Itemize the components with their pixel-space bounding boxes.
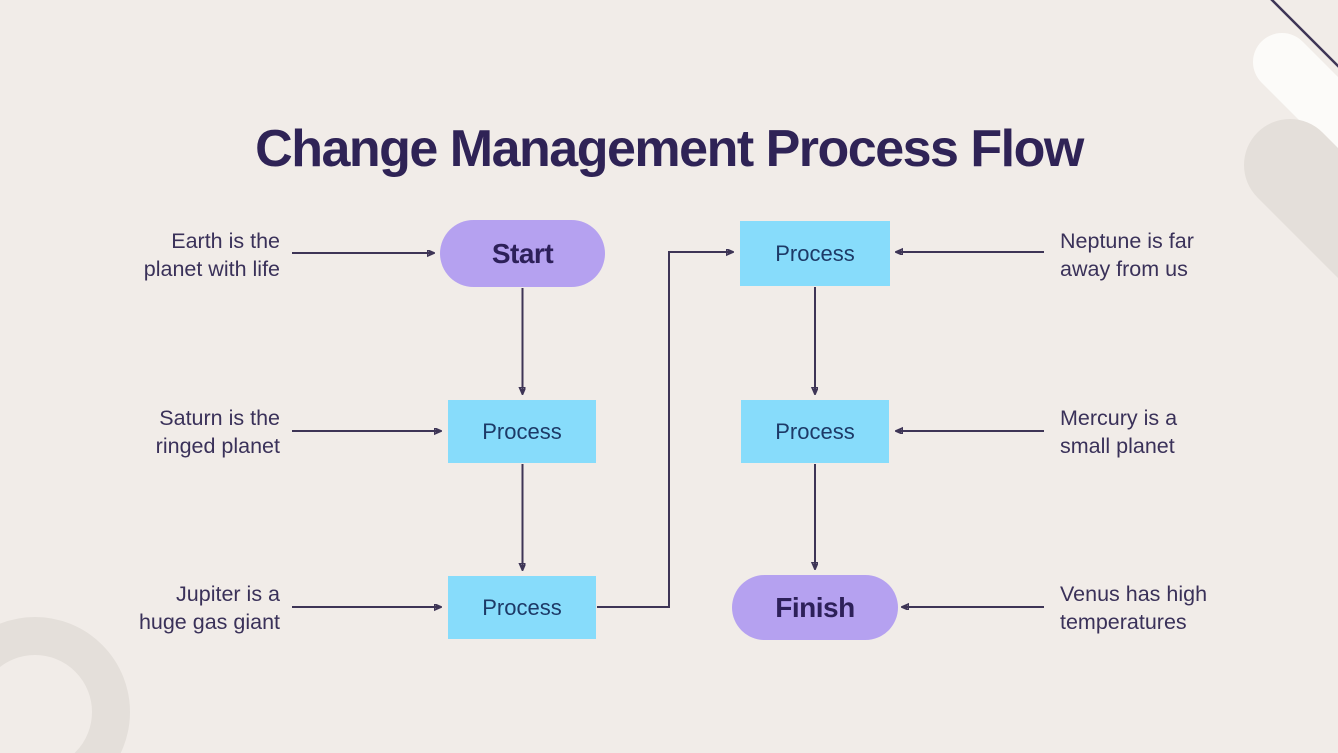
- gray-capsule-shape: [1244, 119, 1338, 279]
- annotation-neptune: Neptune is far away from us: [1060, 229, 1194, 281]
- white-capsule-shape: [1253, 33, 1338, 160]
- annotation-saturn: Saturn is the ringed planet: [155, 406, 280, 458]
- page-title: Change Management Process Flow: [255, 119, 1084, 178]
- node-process-left-1-label: Process: [482, 418, 562, 444]
- annotation-jupiter: Jupiter is a huge gas giant: [138, 582, 280, 634]
- node-finish: Finish: [732, 575, 898, 640]
- node-process-right-1: Process: [740, 221, 890, 286]
- annotation-mercury: Mercury is a small planet: [1060, 406, 1178, 458]
- node-process-left-2: Process: [448, 576, 596, 639]
- arrow-process2-to-process3: [597, 252, 732, 608]
- node-start: Start: [440, 220, 605, 287]
- node-process-left-1: Process: [448, 400, 596, 463]
- node-process-left-2-label: Process: [482, 594, 562, 620]
- node-process-right-1-label: Process: [775, 240, 855, 266]
- annotation-earth: Earth is the planet with life: [143, 229, 280, 281]
- node-process-right-2: Process: [741, 400, 889, 463]
- node-finish-label: Finish: [775, 591, 855, 623]
- annotation-venus: Venus has high temperatures: [1060, 582, 1208, 634]
- node-process-right-2-label: Process: [775, 418, 855, 444]
- diagonal-line-shape: [1270, 0, 1338, 68]
- node-start-label: Start: [491, 237, 554, 269]
